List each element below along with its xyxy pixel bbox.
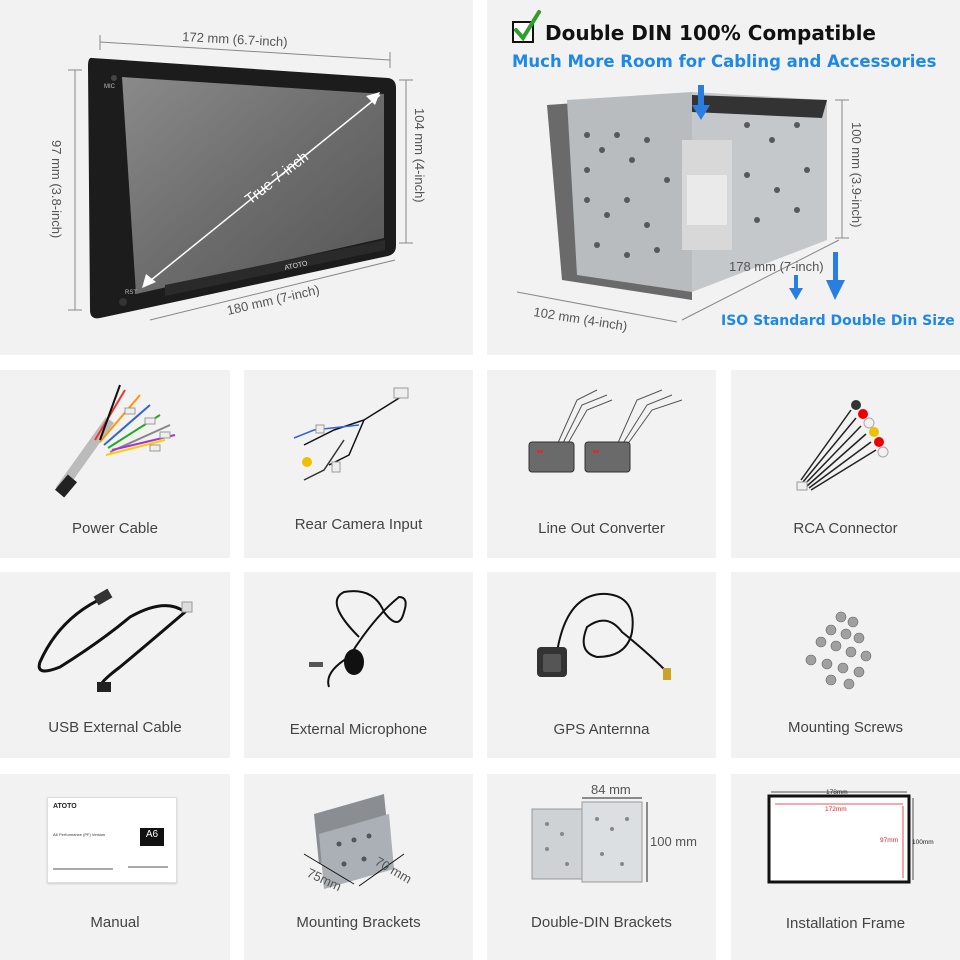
manual-brand: ATOTO bbox=[53, 803, 77, 810]
din-cage-diagram: 100 mm (3.9-inch) 178 mm (7-inch) 102 mm… bbox=[512, 10, 864, 334]
frame-outer-width: 178mm bbox=[826, 789, 848, 796]
compatibility-headline: Double DIN 100% Compatible bbox=[545, 21, 876, 45]
item-label: Rear Camera Input bbox=[294, 516, 423, 533]
item-label: Manual bbox=[90, 914, 140, 931]
rst-label: RST bbox=[125, 290, 137, 296]
gps-antenna-icon bbox=[537, 592, 671, 680]
din-bracket-icon: 84 mm 100 mm bbox=[531, 782, 697, 883]
frame-inner-height: 97mm bbox=[880, 837, 898, 844]
installation-frame-icon: 178mm 172mm 97mm 100mm bbox=[767, 789, 934, 884]
height-left-label: 97 mm (3.8-inch) bbox=[49, 140, 64, 238]
checkbox-check-icon bbox=[512, 10, 541, 43]
item-label: Installation Frame bbox=[785, 915, 906, 932]
din-bracket-height: 100 mm bbox=[650, 834, 697, 849]
item-card-din-brackets: 84 mm 100 mm Double-DIN Brackets bbox=[487, 774, 716, 960]
item-card-installation-frame: 178mm 172mm 97mm 100mm Installation Fram… bbox=[731, 774, 960, 960]
power-cable-icon bbox=[54, 384, 176, 498]
item-label: Double-DIN Brackets bbox=[531, 914, 672, 931]
item-label: Mounting Screws bbox=[787, 719, 904, 736]
line-out-converter-icon bbox=[528, 389, 683, 473]
item-label: Mounting Brackets bbox=[296, 914, 421, 931]
mounting-bracket-icon: 75mm 70 mm bbox=[303, 794, 415, 894]
cage-depth-label: 102 mm (4-inch) bbox=[533, 304, 629, 334]
manual-title: A6 Performance (PF) Version bbox=[53, 832, 106, 837]
rca-connector-icon bbox=[796, 400, 889, 491]
head-unit-diagram: MIC RST ATOTO 172 mm (6.7-inch) 104 mm (… bbox=[49, 29, 427, 321]
item-label: USB External Cable bbox=[48, 719, 182, 736]
manual-icon: ATOTO A6 Performance (PF) Version A6 bbox=[47, 797, 177, 883]
frame-inner-width: 172mm bbox=[825, 806, 847, 813]
item-card-usb: USB External Cable bbox=[0, 572, 230, 758]
item-label: External Microphone bbox=[289, 721, 428, 738]
rear-camera-cable-icon bbox=[293, 387, 409, 481]
mic-label: MIC bbox=[104, 84, 116, 90]
item-card-rca: RCA Connector bbox=[731, 370, 960, 558]
microphone-icon bbox=[309, 590, 407, 688]
cage-width-label: 178 mm (7-inch) bbox=[729, 259, 824, 274]
frame-outer-height: 100mm bbox=[912, 839, 934, 846]
cage-height-label: 100 mm (3.9-inch) bbox=[849, 122, 864, 227]
height-right-label: 104 mm (4-inch) bbox=[412, 108, 427, 203]
item-card-rear-camera: Rear Camera Input bbox=[244, 370, 473, 558]
manual-model-badge: A6 bbox=[140, 828, 164, 846]
item-card-screws: Mounting Screws bbox=[731, 572, 960, 758]
width-top-label: 172 mm (6.7-inch) bbox=[182, 29, 288, 50]
item-card-microphone: External Microphone bbox=[244, 572, 473, 758]
screws-icon bbox=[805, 611, 872, 690]
item-label: GPS Anternna bbox=[553, 721, 650, 738]
cabling-subheadline: Much More Room for Cabling and Accessori… bbox=[512, 52, 937, 71]
usb-cable-icon bbox=[37, 588, 193, 692]
item-label: Line Out Converter bbox=[538, 520, 665, 537]
item-card-gps: GPS Anternna bbox=[487, 572, 716, 758]
down-arrow-icon bbox=[692, 85, 845, 300]
head-unit-dimensions-panel: MIC RST ATOTO 172 mm (6.7-inch) 104 mm (… bbox=[0, 0, 473, 355]
item-card-line-out: Line Out Converter bbox=[487, 370, 716, 558]
bracket-dim-b: 70 mm bbox=[373, 854, 415, 887]
item-card-mounting-brackets: 75mm 70 mm Mounting Brackets bbox=[244, 774, 473, 960]
brand-logo: ATOTO bbox=[284, 260, 309, 272]
item-label: RCA Connector bbox=[793, 520, 898, 537]
iso-standard-label: ISO Standard Double Din Size bbox=[721, 313, 955, 329]
double-din-panel: 100 mm (3.9-inch) 178 mm (7-inch) 102 mm… bbox=[487, 0, 960, 355]
item-card-manual: ATOTO A6 Performance (PF) Version A6 Man… bbox=[0, 774, 230, 960]
din-bracket-width: 84 mm bbox=[591, 782, 631, 797]
item-card-power-cable: Power Cable bbox=[0, 370, 230, 558]
item-label: Power Cable bbox=[72, 520, 158, 537]
